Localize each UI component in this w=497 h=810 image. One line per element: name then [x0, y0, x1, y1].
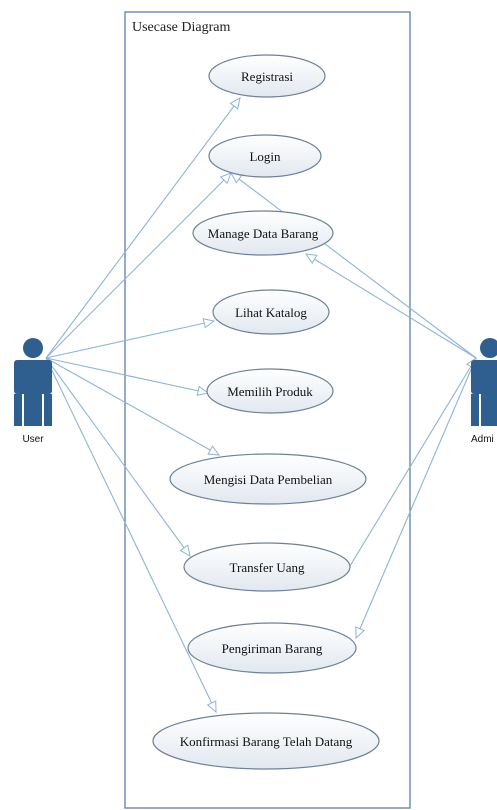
use-case-mengisi-data-pembelian[interactable]: Mengisi Data Pembelian	[169, 453, 367, 505]
associations	[45, 97, 477, 714]
association-line-user-konfirmasi	[45, 357, 217, 713]
arrowhead-icon	[355, 626, 365, 640]
arrowhead-icon	[229, 97, 241, 110]
actor-label: User	[22, 434, 44, 445]
arrowhead-icon	[196, 385, 210, 396]
association-line-user-produk	[45, 357, 209, 394]
arrowhead-icon	[202, 318, 216, 329]
use-case-lihat-katalog[interactable]: Lihat Katalog	[212, 289, 330, 335]
use-case-label: Login	[249, 149, 281, 164]
use-case-label: Pengiriman Barang	[222, 641, 323, 656]
use-case-konfirmasi-barang-telah-datang[interactable]: Konfirmasi Barang Telah Datang	[152, 712, 380, 770]
use-case-label: Lihat Katalog	[235, 305, 307, 320]
actor-stick-figure-icon	[14, 338, 52, 426]
use-case-label: Konfirmasi Barang Telah Datang	[180, 734, 353, 749]
arrowhead-icon	[206, 700, 217, 714]
actor-label: Admi	[471, 434, 494, 445]
association-line-user-transfer	[45, 357, 191, 557]
association-line-user-login	[45, 172, 232, 359]
use-case-registrasi[interactable]: Registrasi	[208, 54, 326, 98]
use-case-login[interactable]: Login	[208, 134, 322, 178]
actor-stick-figure-icon	[471, 338, 497, 426]
arrowhead-icon	[304, 253, 318, 264]
arrowhead-icon	[179, 544, 191, 557]
association-line-user-katalog	[45, 320, 215, 359]
use-case-manage-data-barang[interactable]: Manage Data Barang	[192, 210, 334, 256]
association-line-admin-pengiriman	[355, 357, 477, 639]
association-line-user-pembelian	[45, 357, 220, 456]
arrowhead-icon	[207, 445, 221, 456]
use-case-transfer-uang[interactable]: Transfer Uang	[183, 542, 351, 592]
use-case-pengiriman-barang[interactable]: Pengiriman Barang	[187, 622, 357, 674]
association-line-user-registrasi	[45, 97, 241, 359]
use-case-label: Mengisi Data Pembelian	[204, 472, 333, 487]
arrowhead-icon	[219, 172, 232, 185]
use-case-label: Memilih Produk	[227, 384, 313, 399]
use-case-label: Registrasi	[241, 69, 293, 84]
use-case-label: Transfer Uang	[230, 560, 305, 575]
association-line-admin-login	[230, 172, 477, 359]
use-case-label: Manage Data Barang	[208, 226, 319, 241]
diagram-title: Usecase Diagram	[132, 20, 230, 35]
actor-user[interactable]: User	[14, 338, 52, 445]
use-case-memilih-produk[interactable]: Memilih Produk	[206, 368, 334, 414]
actor-admin[interactable]: Admi	[471, 338, 497, 445]
association-line-transfer-admin	[349, 357, 477, 567]
association-line-admin-manage	[305, 253, 477, 359]
